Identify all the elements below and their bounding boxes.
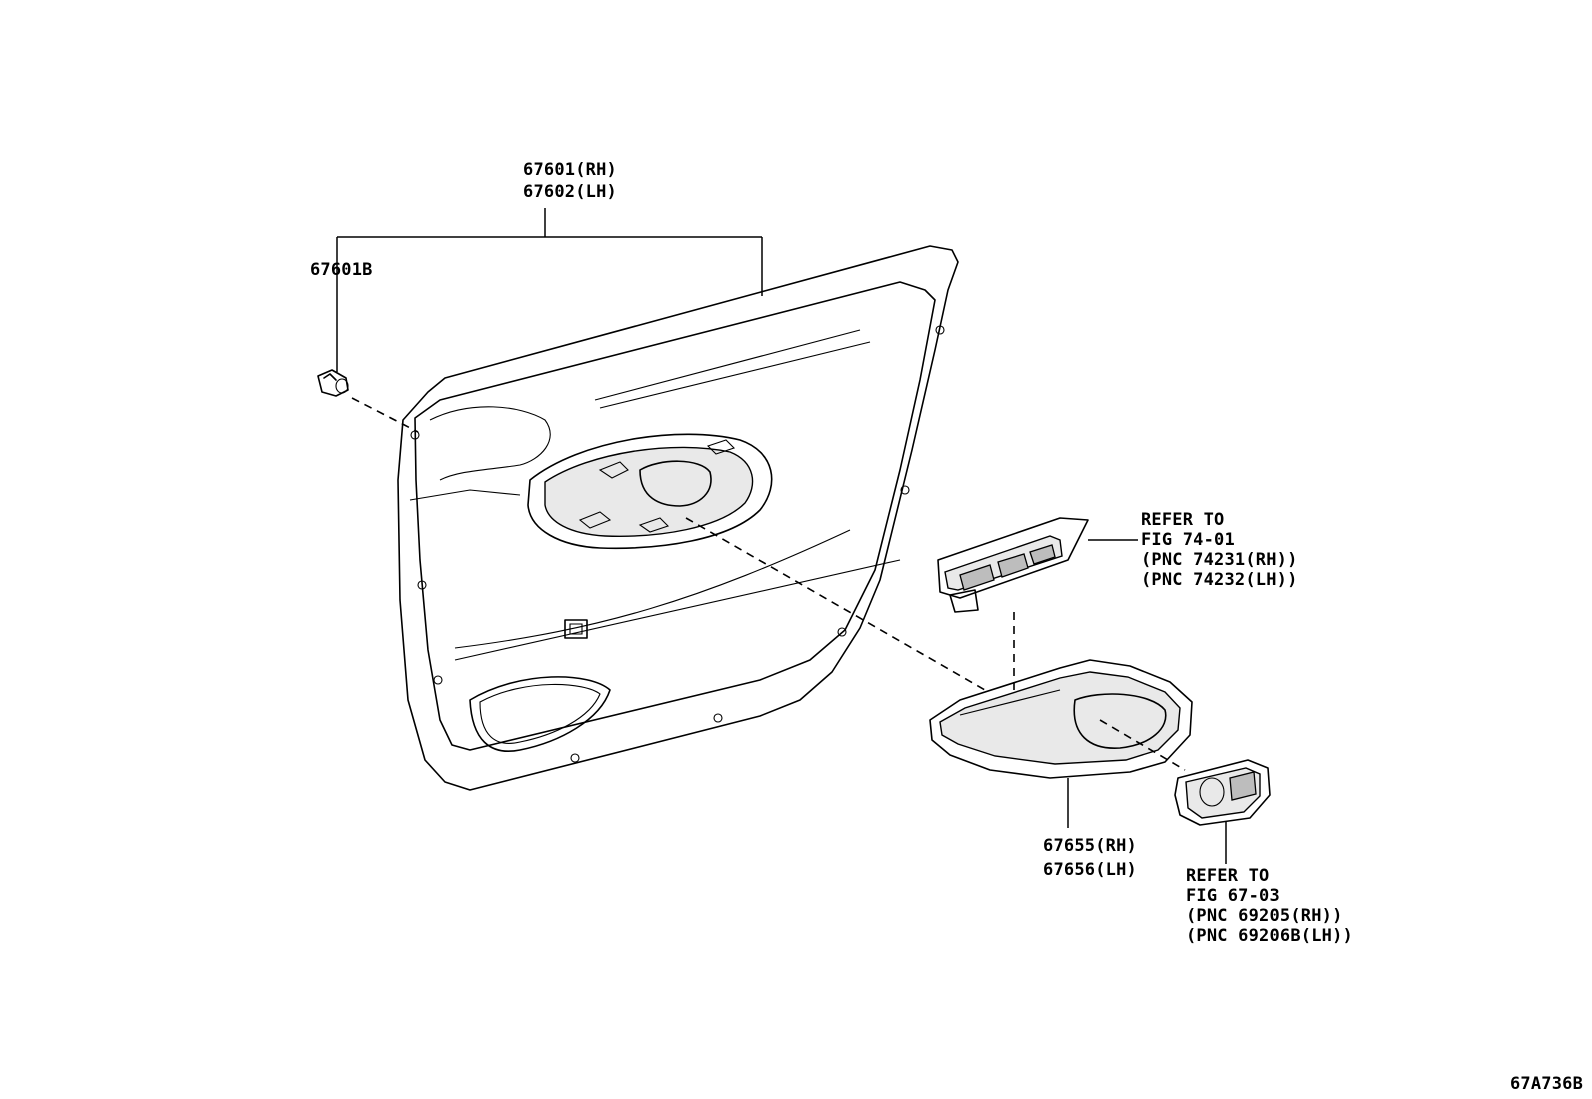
callout-switch-refer-4: (PNC 74232(LH)) (1141, 570, 1298, 590)
figure-code: 67A736B (1510, 1074, 1584, 1094)
armrest-dash-line (685, 517, 986, 691)
callout-handle-refer-3: (PNC 69205(RH)) (1186, 906, 1343, 926)
callout-handle-refer-2: FIG 67-03 (1186, 886, 1280, 906)
window-switch-part (937, 517, 1138, 613)
callout-door-trim-lh: 67602(LH) (523, 182, 617, 202)
door-trim-panel (397, 245, 959, 791)
callout-armrest-rh: 67655(RH) (1043, 836, 1137, 856)
callout-switch-refer-2: FIG 74-01 (1141, 530, 1235, 550)
callout-switch-refer-1: REFER TO (1141, 510, 1225, 530)
inside-handle-part (1174, 759, 1271, 864)
door-trim-leader (336, 208, 763, 372)
handle-dash-line (1099, 719, 1186, 771)
callout-handle-refer-1: REFER TO (1186, 866, 1270, 886)
callout-switch-refer-3: (PNC 74231(RH)) (1141, 550, 1298, 570)
clip-part (317, 369, 349, 397)
armrest-part (929, 659, 1193, 828)
callout-door-trim-rh: 67601(RH) (523, 160, 617, 180)
callout-armrest-lh: 67656(LH) (1043, 860, 1137, 880)
clip-dash-line (351, 397, 419, 433)
callout-handle-refer-4: (PNC 69206B(LH)) (1186, 926, 1353, 946)
callout-clip: 67601B (310, 260, 373, 280)
